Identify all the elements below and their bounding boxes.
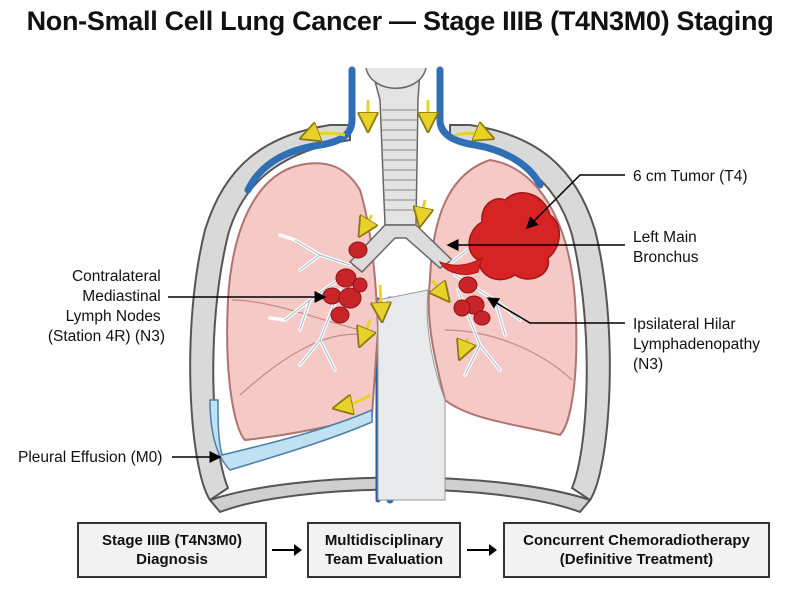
flow-step-treatment: Concurrent Chemoradiotherapy (Definitive… [503,522,770,578]
bronchus-label-line1: Left Main [633,229,697,246]
flow-step-diagnosis-line1: Stage IIIB (T4N3M0) [101,532,243,549]
bronchial-tree-right-outline [284,239,351,371]
flow-arrows [302,100,492,408]
ipsilateral-label-line2: Lymphadenopathy [633,336,760,353]
ipsilateral-label-line1: Ipsilateral Hilar [633,316,736,333]
diagram-title: Non-Small Cell Lung Cancer — Stage IIIB … [26,6,774,36]
mediastinum [377,289,446,501]
bronchus-label: Left Main Bronchus [633,229,701,266]
flow-step-treatment-line1: Concurrent Chemoradiotherapy [523,532,750,549]
flow-step-team-line1: Multidisciplinary [324,532,444,549]
contralateral-label-line4: (Station 4R) (N3) [48,328,165,345]
flow-step-team-evaluation: Multidisciplinary Team Evaluation [307,522,461,578]
flow-step-team-line2: Team Evaluation [324,551,444,568]
contralateral-label: Contralateral Mediastinal Lymph Nodes (S… [48,268,165,345]
flow-arrow-1 [272,544,302,556]
flow-step-treatment-line2: (Definitive Treatment) [559,551,714,568]
leader-lines [168,174,625,463]
ipsilateral-label: Ipsilateral Hilar Lymphadenopathy (N3) [633,316,764,373]
contralateral-lymph-nodes [322,241,368,324]
ipsilateral-label-line3: (N3) [633,356,663,373]
bronchus-label-line2: Bronchus [633,249,699,266]
flow-step-diagnosis-line2: Diagnosis [136,551,208,568]
effusion-label: Pleural Effusion (M0) [18,449,162,466]
pleural-effusion [209,399,373,471]
flow-step-diagnosis: Stage IIIB (T4N3M0) Diagnosis [77,522,267,578]
tumor [438,192,560,281]
tumor-label: 6 cm Tumor (T4) [633,168,748,185]
contralateral-label-line3: Lymph Nodes [66,308,161,325]
right-lung [226,162,380,442]
flow-arrow-2 [467,544,497,556]
contralateral-label-line2: Mediastinal [82,288,160,305]
ipsilateral-hilar-nodes [453,276,491,326]
contralateral-label-line1: Contralateral [72,268,161,285]
